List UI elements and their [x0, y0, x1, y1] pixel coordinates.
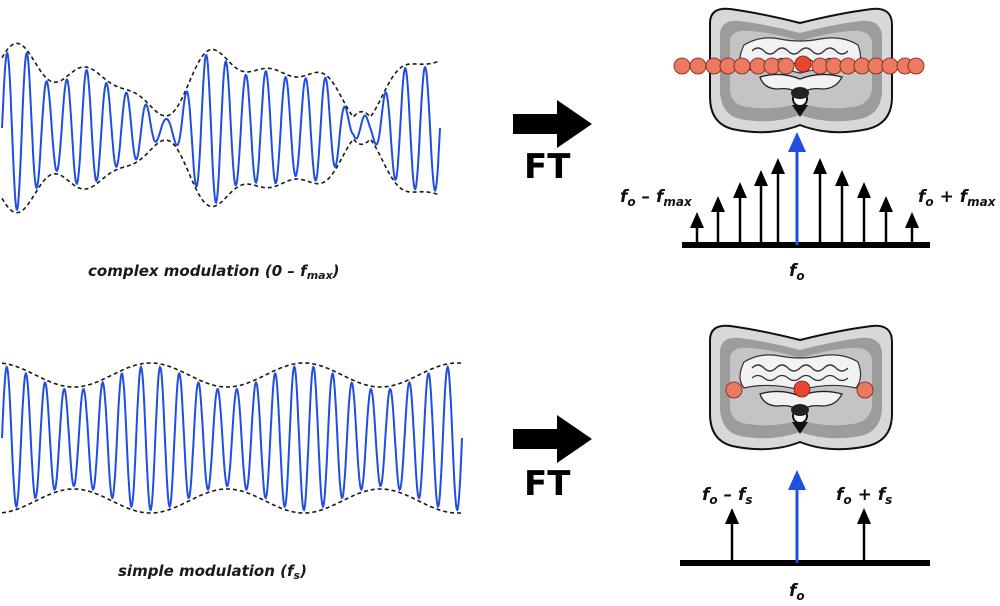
- sideband-arrow: [690, 212, 704, 242]
- sideband-arrows: [725, 508, 871, 560]
- focus-point: [705, 57, 723, 75]
- spectrum-simple: fo – fs fo + fs fo: [680, 470, 930, 603]
- sideband-arrow: [857, 182, 871, 242]
- ft-transform-bottom: FT: [513, 415, 592, 504]
- focus-points: [673, 55, 925, 75]
- focus-point-center: [793, 380, 811, 398]
- complex-modulation-signal: [1, 42, 441, 214]
- carrier-frequency-label: fo: [789, 581, 805, 603]
- focus-point: [777, 57, 795, 75]
- spectrum-complex: fo – fmax fo + fmax fo: [620, 132, 997, 283]
- sideband-arrow: [711, 196, 725, 242]
- focus-point: [907, 57, 925, 75]
- upper-envelope: [1, 42, 441, 119]
- focus-point: [673, 57, 691, 75]
- sideband-arrow: [725, 508, 739, 560]
- focus-point: [839, 57, 857, 75]
- arrow-right-icon: [513, 415, 592, 463]
- lower-sideband-label: fo – fmax: [620, 187, 693, 209]
- top-row: complex modulation (0 – fmax) FT fo – fm…: [1, 7, 997, 283]
- bottom-row: simple modulation (fs) FT fo – fs fo + f…: [1, 324, 930, 603]
- upper-sideband-label: fo + fs: [836, 485, 892, 507]
- focus-point: [825, 57, 843, 75]
- focus-point: [749, 57, 767, 75]
- ft-label: FT: [524, 464, 571, 504]
- carrier-arrow: [788, 470, 806, 563]
- modulated-waveform: [1, 364, 463, 512]
- focus-point: [763, 57, 781, 75]
- focus-point: [856, 381, 874, 399]
- lower-envelope: [1, 137, 441, 214]
- sideband-arrow: [905, 212, 919, 242]
- upper-sideband-label: fo + fmax: [918, 187, 997, 209]
- sideband-arrow: [771, 158, 785, 242]
- focus-point-center: [794, 55, 812, 73]
- modulated-waveform: [1, 51, 441, 212]
- focus-point: [725, 381, 743, 399]
- focus-point: [853, 57, 871, 75]
- simple-modulation-label: simple modulation (fs): [118, 562, 307, 582]
- simple-modulation-signal: [1, 362, 463, 514]
- upper-envelope: [1, 362, 462, 388]
- arrow-right-icon: [513, 100, 592, 148]
- focus-point: [719, 57, 737, 75]
- focus-point: [811, 57, 829, 75]
- focus-point: [733, 57, 751, 75]
- complex-modulation-label: complex modulation (0 – fmax): [88, 262, 340, 282]
- sideband-arrow: [835, 170, 849, 242]
- sideband-arrow: [733, 182, 747, 242]
- lower-envelope: [1, 488, 462, 514]
- ft-transform-top: FT: [513, 100, 592, 187]
- sideband-arrow: [754, 170, 768, 242]
- sideband-arrow: [813, 158, 827, 242]
- carrier-frequency-label: fo: [789, 261, 805, 283]
- lower-sideband-label: fo – fs: [702, 485, 753, 507]
- sideband-arrows: [690, 158, 919, 242]
- ft-label: FT: [524, 147, 571, 187]
- focus-points: [725, 380, 874, 399]
- focus-point: [881, 57, 899, 75]
- focus-point: [689, 57, 707, 75]
- sideband-arrow: [857, 508, 871, 560]
- sideband-arrow: [879, 196, 893, 242]
- carrier-arrow: [788, 132, 806, 245]
- focus-point: [867, 57, 885, 75]
